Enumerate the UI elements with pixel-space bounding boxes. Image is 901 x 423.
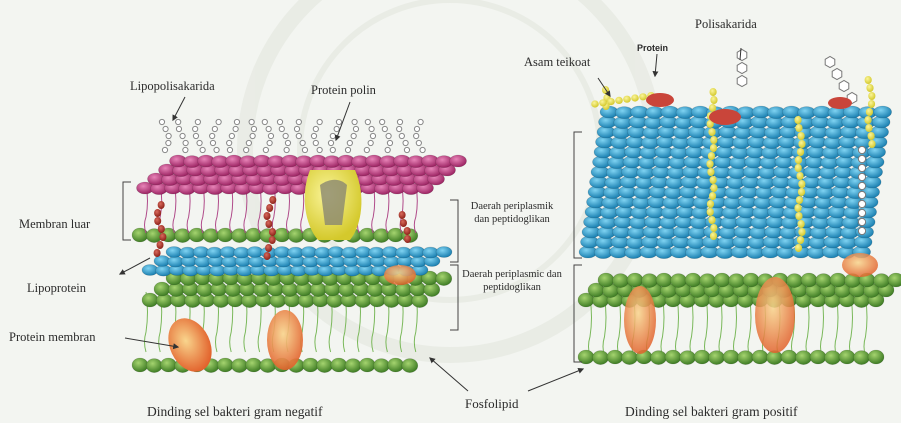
label-protein-membran: Protein membran	[9, 330, 95, 344]
label-membran-luar: Membran luar	[19, 217, 90, 231]
caption-gram-negative: Dinding sel bakteri gram negatif	[147, 404, 322, 420]
caption-gram-positive: Dinding sel bakteri gram positif	[625, 404, 797, 420]
label-polisakarida: Polisakarida	[695, 17, 757, 31]
label-daerah-periplasmik: Daerah periplasmik dan peptidoglikan	[462, 200, 562, 226]
lps-layer	[137, 155, 467, 195]
label-asam-teikoat: Asam teikoat	[524, 55, 590, 69]
thick-peptidoglycan	[579, 106, 892, 259]
label-daerah-periplasmic: Daerah periplasmic dan peptidoglikan	[462, 268, 562, 294]
label-fosfolipid: Fosfolipid	[465, 397, 518, 412]
label-protein: Protein	[637, 43, 668, 53]
plasma-membrane-heads-bottom	[578, 350, 884, 365]
gram-negative-wall	[132, 119, 467, 378]
lps-sugar-chains	[159, 119, 425, 152]
label-protein-polin: Protein polin	[311, 83, 376, 97]
gram-positive-wall	[578, 50, 901, 365]
label-lipopolisakarida: Lipopolisakarida	[130, 79, 215, 93]
porin-protein	[305, 170, 362, 240]
label-lipoprotein: Lipoprotein	[27, 281, 86, 295]
